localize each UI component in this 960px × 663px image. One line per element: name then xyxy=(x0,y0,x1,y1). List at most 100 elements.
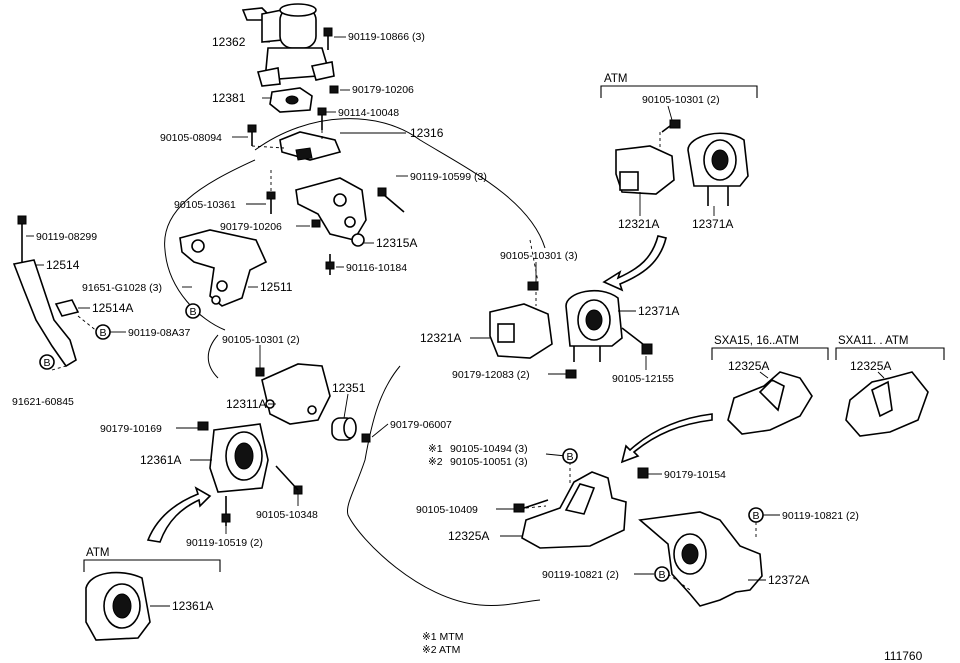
label-90119-10821-low: 90119-10821 (2) xyxy=(542,569,619,581)
label-12371A: 12371A xyxy=(638,304,679,318)
group-title-atm-top: ATM xyxy=(604,73,627,85)
label-12362: 12362 xyxy=(212,35,246,49)
figure-id: 111760 xyxy=(884,649,923,663)
b-marker: B xyxy=(748,507,764,523)
label-90105-10301-left: 90105-10301 (2) xyxy=(222,334,300,346)
label-12514A: 12514A xyxy=(92,301,133,315)
b-marker: B xyxy=(185,303,201,319)
note2-marker: ※2 xyxy=(428,456,443,468)
dash-line xyxy=(667,573,691,591)
bolt-90105-10301-atm-drawing xyxy=(661,119,681,133)
part-12371A-drawing xyxy=(565,289,623,362)
label-90119-10519: 90119-10519 (2) xyxy=(186,537,263,549)
label-12315A: 12315A xyxy=(376,236,417,250)
dash-line xyxy=(51,365,67,371)
arrow-sxa-down xyxy=(620,413,713,464)
b-marker: B xyxy=(39,354,55,370)
nut-90179-10169-drawing xyxy=(197,421,209,431)
part-12514A-drawing xyxy=(54,299,80,317)
label-90179-10169: 90179-10169 xyxy=(100,423,162,435)
bolt-90114-10048-drawing xyxy=(317,107,327,130)
label-90119-10599: 90119-10599 (3) xyxy=(410,171,487,183)
label-90105-10348: 90105-10348 xyxy=(256,509,318,521)
label-90119-08A37: 90119-08A37 xyxy=(128,327,190,339)
label-91621-60845: 91621-60845 xyxy=(12,396,74,408)
bolt-90105-08094-drawing xyxy=(247,124,257,146)
label-90179-10206-mid: 90179-10206 xyxy=(220,221,282,233)
label-90116-10184: 90116-10184 xyxy=(346,262,407,274)
label-12321A: 12321A xyxy=(420,331,461,345)
nut-90179-10154-drawing xyxy=(637,467,649,479)
bolt-90119-10866-drawing xyxy=(323,27,333,50)
bolt-90119-10519-drawing xyxy=(221,496,231,526)
legend-note1: ※1 MTM xyxy=(422,631,463,643)
label-12316: 12316 xyxy=(410,126,444,140)
stud-90116-10184-drawing xyxy=(325,254,335,275)
part-12351-drawing xyxy=(331,417,357,441)
b-marker: B xyxy=(654,566,670,582)
leader-lines xyxy=(26,36,885,607)
dash-line xyxy=(77,315,99,333)
label-12311A: 12311A xyxy=(226,397,266,411)
label-12325A-sxa15: 12325A xyxy=(728,359,769,373)
label-90119-10821-right: 90119-10821 (2) xyxy=(782,510,859,522)
label-90105-12155: 90105-12155 xyxy=(612,373,674,385)
part-12315A-drawing xyxy=(295,177,367,247)
part-12325A-sxa15-drawing xyxy=(727,371,813,435)
part-12361A-drawing xyxy=(209,423,269,493)
b-marker: B xyxy=(562,448,578,464)
label-90105-10301-mid: 90105-10301 (3) xyxy=(500,250,578,262)
group-title-sxa11: SXA11. . ATM xyxy=(838,335,909,347)
label-90105-10301-atm: 90105-10301 (2) xyxy=(642,94,720,106)
group-bracket-atm-top xyxy=(600,85,758,98)
label-12351: 12351 xyxy=(332,381,366,395)
label-90119-08299: 90119-08299 xyxy=(36,231,97,243)
b-marker: B xyxy=(95,324,111,340)
svg-text:B: B xyxy=(752,510,759,522)
svg-text:B: B xyxy=(43,357,50,369)
label-12514: 12514 xyxy=(46,258,80,272)
label-90179-06007: 90179-06007 xyxy=(390,419,452,431)
label-90105-10409: 90105-10409 xyxy=(416,504,478,516)
part-12311A-drawing xyxy=(261,363,331,425)
label-90105-08094: 90105-08094 xyxy=(160,132,222,144)
group-bracket-sxa15 xyxy=(711,347,829,360)
label-12361A-atm: 12361A xyxy=(172,599,213,613)
label-12325A: 12325A xyxy=(448,529,489,543)
arrow-left-mount xyxy=(146,486,212,543)
part-12372A-drawing xyxy=(638,511,763,607)
svg-text:B: B xyxy=(189,306,196,318)
part-12361A-atm-drawing xyxy=(85,571,151,641)
bolt-90119-10599-drawing xyxy=(377,187,405,213)
label-90179-10154: 90179-10154 xyxy=(664,469,726,481)
group-title-sxa15: SXA15, 16..ATM xyxy=(714,335,799,347)
part-12321A-drawing xyxy=(489,239,553,359)
label-90114-10048: 90114-10048 xyxy=(338,107,399,119)
part-12514-drawing xyxy=(12,215,77,368)
bolt-90105-10409-drawing xyxy=(513,499,549,513)
note1-marker: ※1 xyxy=(428,443,443,455)
part-12511-drawing xyxy=(179,229,268,307)
part-12371A-atm-drawing xyxy=(687,132,749,206)
label-12361A: 12361A xyxy=(140,453,181,467)
part-12362-drawing xyxy=(241,3,335,87)
part-12325A-drawing xyxy=(521,462,627,549)
svg-text:B: B xyxy=(658,569,665,581)
bolt-90105-10348-drawing xyxy=(275,465,303,495)
group-title-atm-bottom: ATM xyxy=(86,547,109,559)
group-bracket-sxa11 xyxy=(835,347,945,360)
label-12371A-atm: 12371A xyxy=(692,217,733,231)
part-12325A-sxa11-drawing xyxy=(845,371,929,437)
group-bracket-atm-bottom xyxy=(83,559,221,572)
label-90179-12083: 90179-12083 (2) xyxy=(452,369,530,381)
label-12381: 12381 xyxy=(212,91,246,105)
nut-90179-10206-top-drawing xyxy=(329,85,339,94)
bolt-90105-12155-drawing xyxy=(621,327,653,355)
label-90105-10051: 90105-10051 (3) xyxy=(450,456,528,468)
part-12321A-atm-drawing xyxy=(615,132,675,195)
nut-90179-10206-mid-drawing xyxy=(311,219,321,228)
bolt-90105-10301-left-drawing xyxy=(255,367,265,377)
arrow-atm-down xyxy=(602,235,667,292)
